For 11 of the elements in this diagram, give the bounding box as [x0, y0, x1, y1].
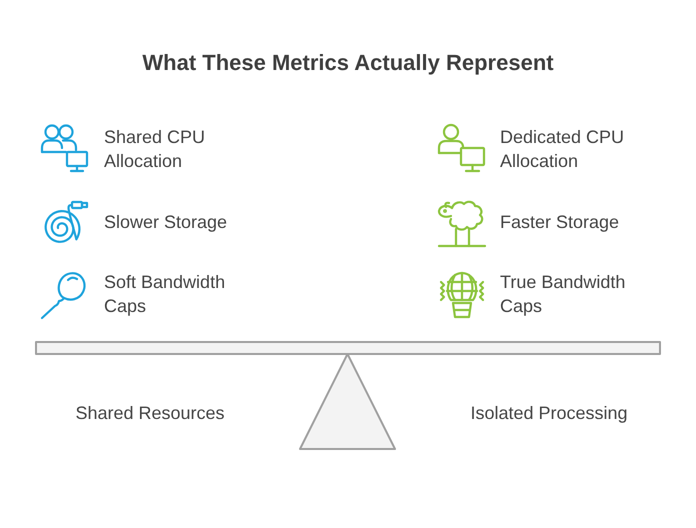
title: What These Metrics Actually Represent	[141, 49, 555, 77]
item-label: Slower Storage	[104, 211, 228, 234]
side-label: Isolated Processing	[469, 402, 629, 425]
item-label: Shared CPU Allocation	[104, 126, 206, 173]
side-label: Shared Resources	[74, 402, 226, 425]
item-label: Faster Storage	[500, 211, 620, 234]
item-label: True Bandwidth Caps	[500, 271, 626, 318]
seesaw-plank	[35, 341, 661, 355]
item-label: Dedicated CPU Allocation	[500, 126, 626, 173]
item-label: Soft Bandwidth Caps	[104, 271, 226, 318]
seesaw-fulcrum	[299, 353, 396, 450]
